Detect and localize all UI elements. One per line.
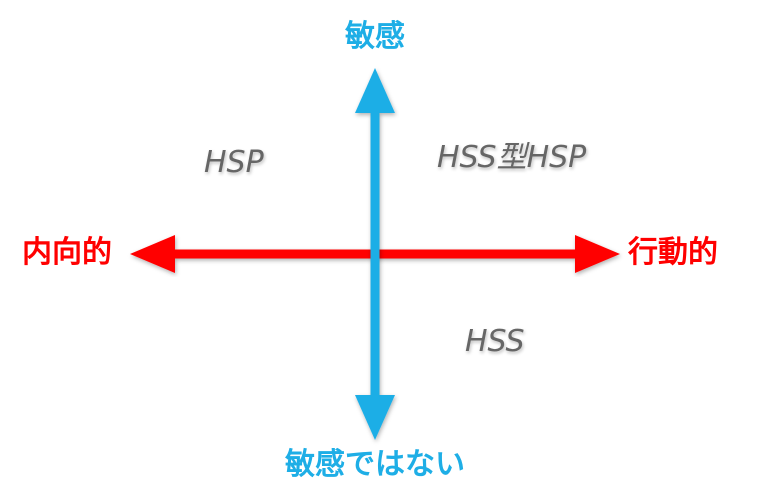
quadrant-label-top-right: HSS型HSP — [437, 140, 587, 175]
vertical-axis-arrow — [355, 68, 395, 440]
axis-label-bottom: 敏感ではない — [285, 447, 465, 482]
axis-label-top: 敏感 — [345, 19, 405, 54]
quadrant-label-bottom-right: HSS — [465, 324, 525, 359]
axis-label-right: 行動的 — [628, 235, 718, 270]
quadrant-label-top-left: HSP — [204, 145, 264, 180]
axis-label-left: 内向的 — [22, 235, 112, 270]
